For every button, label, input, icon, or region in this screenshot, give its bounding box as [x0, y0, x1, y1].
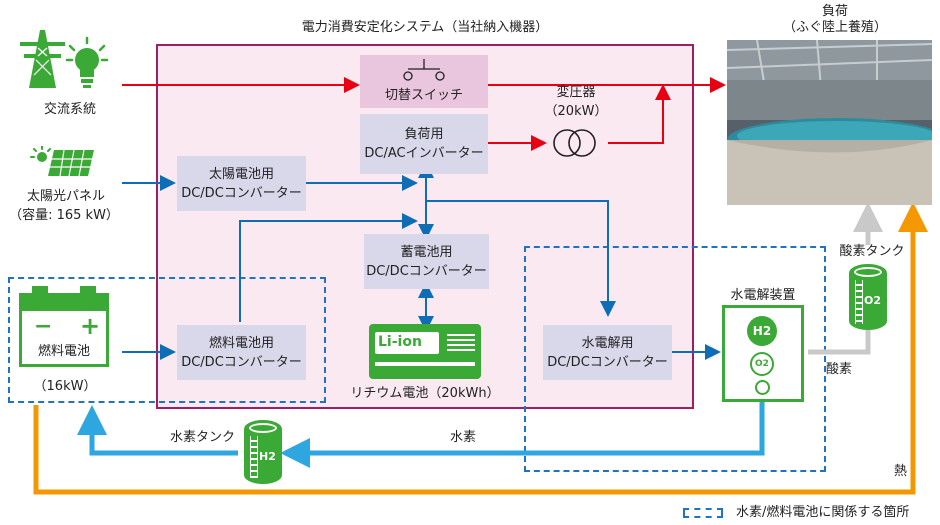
hydrogen-tank-icon: H2 — [244, 420, 282, 484]
fuel-cell-top-bar — [19, 293, 109, 311]
oxygen-tank-top — [854, 267, 882, 277]
electrolysis-dcdc-line1: 水電解用 — [581, 335, 634, 351]
fuel-cell-icon: − + 燃料電池 — [19, 286, 109, 367]
power-tower-icon — [20, 30, 65, 88]
electrolyzer-o2-bubble: O2 — [750, 352, 774, 376]
transformer-icon — [553, 129, 596, 157]
electrolyzer-icon: H2 O2 — [722, 305, 804, 402]
switch-box: 切替スイッチ — [360, 55, 488, 108]
solar-dcdc-line2: DC/DCコンバーター — [181, 185, 302, 201]
solar-panel-icon — [30, 146, 94, 177]
battery-dcdc-line2: DC/DCコンバーター — [366, 263, 487, 279]
hydrogen-tank-top — [249, 423, 277, 433]
heat-line — [33, 202, 928, 495]
heat-flow-label: 熱 — [894, 464, 908, 479]
oxygen-tank-icon: O2 — [849, 264, 887, 330]
fuel-cell-minus: − — [34, 314, 53, 339]
electrolysis-dcdc-line2: DC/DCコンバーター — [547, 354, 668, 370]
switch-label: 切替スイッチ — [384, 88, 463, 103]
aquaculture-facility-image — [727, 40, 932, 205]
electrolyzer-label: 水電解装置 — [730, 288, 796, 303]
li-ion-badge-text: Li-ion — [378, 334, 422, 350]
fuel-cell-terminal-left — [32, 286, 48, 294]
electrolyzer-h2-bubble: H2 — [747, 316, 777, 346]
electrolysis-dcdc-box: 水電解用 DC/DCコンバーター — [543, 325, 672, 380]
fuelcell-dcdc-box: 燃料電池用 DC/DCコンバーター — [177, 325, 306, 380]
li-ion-battery-icon: Li-ion — [369, 324, 481, 379]
solar-capacity-label: （容量: 165 kW） — [9, 208, 119, 223]
li-ion-stripe — [375, 362, 475, 366]
load-subtitle: （ふぐ陸上養殖） — [782, 20, 887, 35]
fuel-cell-capacity: （16kW） — [33, 379, 97, 394]
electrolyzer-small-bubble — [755, 380, 770, 395]
oxygen-tank-text: O2 — [864, 294, 882, 307]
hydrogen-tank-ladder — [250, 436, 258, 478]
electrolyzer-o2-text: O2 — [755, 359, 769, 369]
load-inverter-line2: DC/ACインバーター — [364, 146, 484, 161]
legend-dashed-sample — [683, 508, 723, 518]
li-ion-badge: Li-ion — [375, 332, 439, 354]
hydrogen-lines — [77, 402, 765, 468]
oxygen-lines — [808, 202, 883, 355]
switch-symbol-icon — [403, 59, 445, 81]
fuel-cell-terminal-right — [80, 286, 96, 294]
hydrogen-tank-text: H2 — [259, 450, 276, 463]
load-title: 負荷 — [821, 4, 848, 19]
transformer-label: 変圧器 — [556, 85, 596, 100]
electrolyzer-h2-text: H2 — [752, 324, 772, 338]
load-inverter-line1: 負荷用 — [404, 127, 444, 142]
oxygen-flow-label: 酸素 — [826, 362, 853, 377]
solar-dcdc-line1: 太陽電池用 — [208, 166, 274, 182]
li-ion-vents — [447, 334, 475, 354]
ac-lines — [122, 77, 726, 151]
oxygen-tank-label: 酸素タンク — [839, 244, 905, 259]
solar-panel-label: 太陽光パネル — [26, 189, 105, 204]
battery-dcdc-box: 蓄電池用 DC/DCコンバーター — [364, 234, 489, 289]
hydrogen-flow-label: 水素 — [450, 430, 477, 445]
dc-lines — [122, 162, 721, 360]
fuel-cell-label: 燃料電池 — [37, 344, 90, 359]
hydrogen-tank-label: 水素タンク — [170, 430, 236, 445]
transformer-rating: （20kW） — [544, 104, 608, 119]
system-title: 電力消費安定化システム（当社納入機器） — [301, 20, 549, 35]
load-inverter-box: 負荷用 DC/ACインバーター — [360, 114, 488, 174]
hydrogen-region-left — [8, 277, 326, 403]
light-bulb-icon — [65, 36, 109, 88]
oxygen-tank-ladder — [855, 280, 863, 324]
fuelcell-dcdc-line1: 燃料電池用 — [208, 335, 274, 351]
hydrogen-region-right — [524, 246, 826, 472]
battery-dcdc-line1: 蓄電池用 — [400, 244, 453, 260]
solar-dcdc-box: 太陽電池用 DC/DCコンバーター — [177, 156, 306, 211]
li-ion-label: リチウム電池（20kWh） — [350, 386, 500, 401]
fuel-cell-plus: + — [80, 312, 101, 340]
ac-grid-label: 交流系統 — [43, 102, 96, 117]
legend-label: 水素/燃料電池に関係する箇所 — [736, 505, 910, 520]
fuelcell-dcdc-line2: DC/DCコンバーター — [181, 354, 302, 370]
